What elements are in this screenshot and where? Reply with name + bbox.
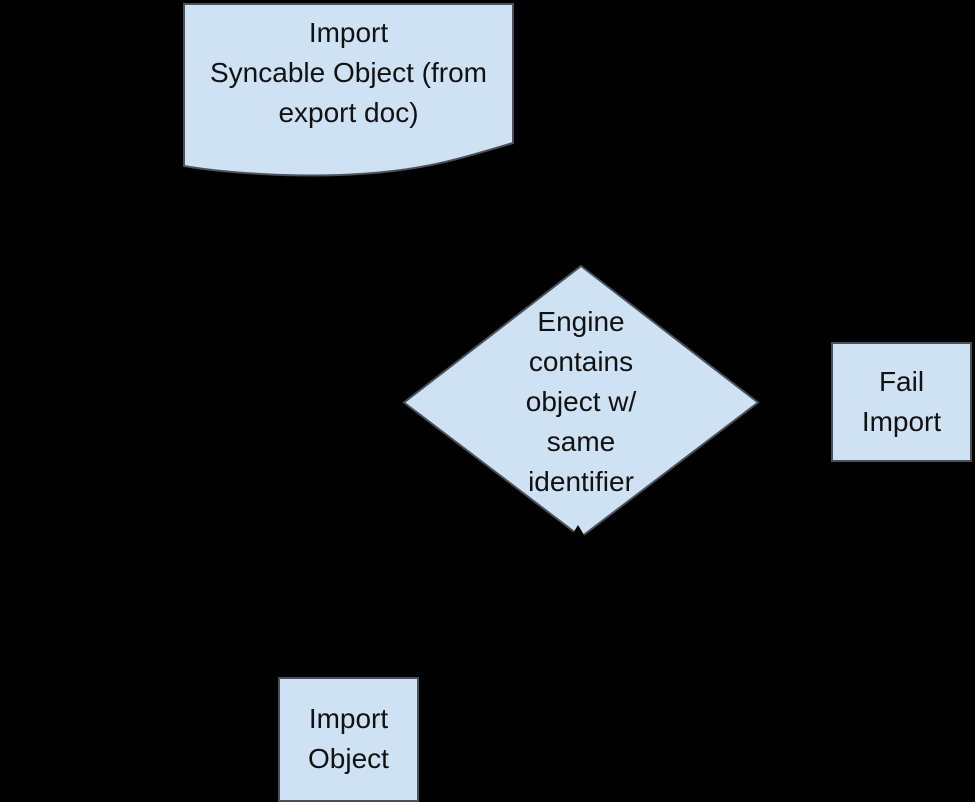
process-box-fail-import xyxy=(831,342,972,462)
process-box-import-object xyxy=(278,677,419,802)
document-shape-import-syncable xyxy=(183,3,514,177)
decision-diamond-engine-contains xyxy=(402,264,760,539)
connector-notch xyxy=(569,525,587,540)
